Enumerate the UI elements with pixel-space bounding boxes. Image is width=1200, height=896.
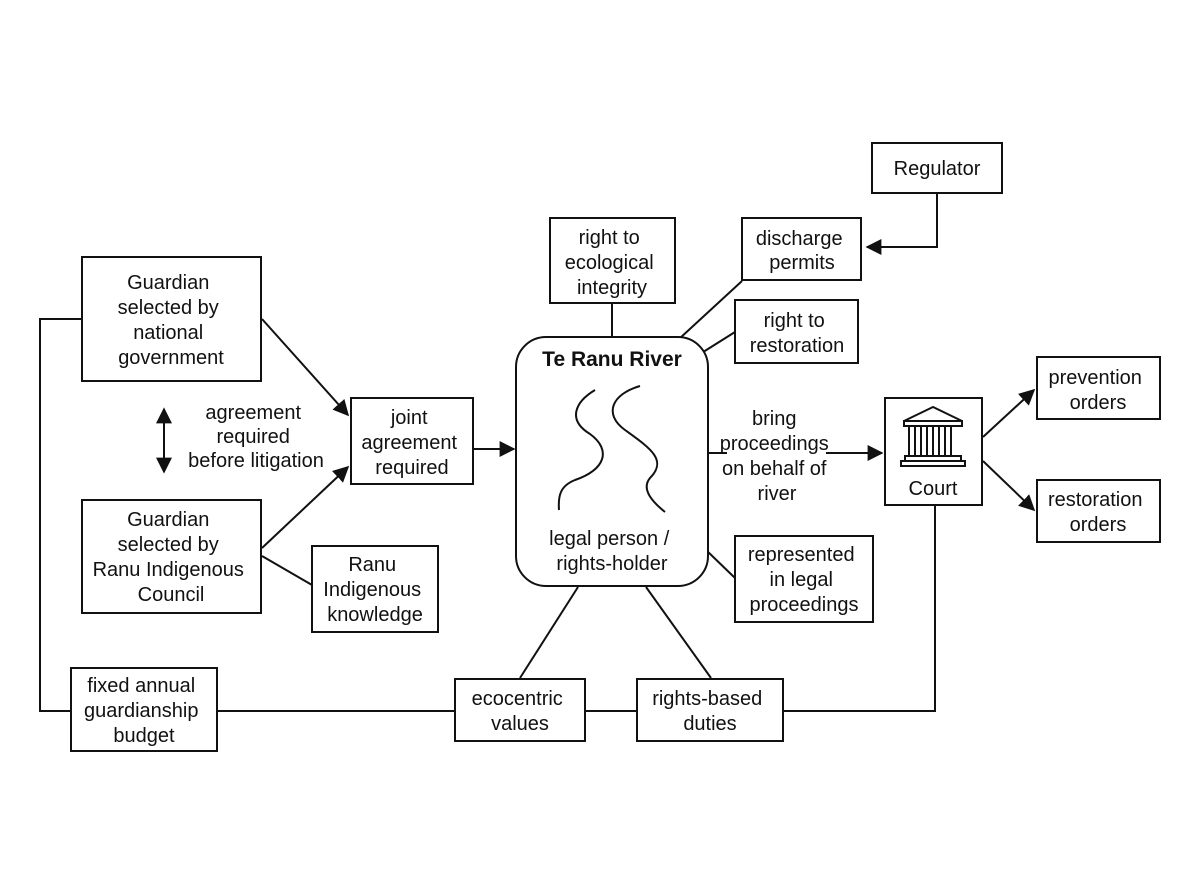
edge-guardian-ind-joint	[261, 465, 350, 549]
svg-text:discharge permits: discharge permits	[756, 228, 848, 274]
node-right-ecological-integrity: right to ecological integrity	[549, 217, 676, 304]
restoration-orders-line: restoration	[1048, 489, 1143, 511]
duties-line: duties	[683, 713, 736, 735]
node-budget: fixed annual guardianship budget	[70, 667, 218, 752]
proceedings-line: proceedings	[720, 433, 829, 455]
node-rights-based-duties: rights-based duties	[636, 678, 784, 742]
node-guardian-national: Guardian selected by national government	[81, 256, 262, 382]
node-court: Court	[884, 397, 983, 506]
node-indigenous-knowledge: Ranu Indigenous knowledge	[311, 545, 439, 633]
node-right-restoration: right to restoration	[734, 299, 859, 364]
discharge-line: permits	[769, 252, 835, 274]
ecocentric-line: ecocentric	[472, 688, 563, 710]
proceedings-line: river	[758, 483, 797, 505]
svg-text:Guardian selected by: Guardian selected by national government	[118, 272, 225, 369]
joint-line: agreement	[361, 432, 457, 454]
svg-text:right to restoration: right to restoration	[750, 310, 845, 357]
svg-text:legal person / rights-ho: legal person / rights-holder	[549, 528, 675, 575]
restoration-orders-line: orders	[1070, 514, 1127, 536]
guardian-nat-line: national	[133, 322, 203, 344]
prevention-line: prevention	[1049, 367, 1142, 389]
ecocentric-line: values	[491, 713, 549, 735]
guardian-nat-line: selected by	[118, 297, 219, 319]
guardian-ind-line: Ranu Indigenous	[93, 559, 244, 581]
svg-text:Guardian selected by: Guardian selected by Ranu Indigenous Cou…	[93, 509, 250, 606]
edge-river-ecocentric	[519, 586, 579, 679]
node-regulator: Regulator	[871, 142, 1003, 194]
svg-text:restoration orders: restoration orders	[1048, 489, 1148, 536]
river-line: legal person /	[549, 528, 670, 550]
svg-text:represented in legal: represented in legal proceedings	[748, 544, 860, 616]
represented-line: in legal	[770, 569, 833, 591]
integrity-line: integrity	[577, 277, 647, 299]
edge-river-duties	[645, 586, 712, 679]
knowledge-line: Ranu	[348, 554, 396, 576]
knowledge-line: knowledge	[327, 604, 423, 626]
edge-river-restoration	[699, 331, 736, 355]
river-title: Te Ranu River	[542, 348, 682, 371]
agreement-line: agreement	[205, 402, 301, 424]
edge-river-discharge	[678, 280, 743, 340]
courthouse-icon	[900, 405, 966, 467]
svg-text:Court: Court	[909, 478, 958, 500]
edge-regulator-discharge	[865, 193, 938, 255]
agreement-label: agreement required before litigation	[188, 402, 324, 472]
agreement-line: before litigation	[188, 450, 324, 472]
node-river: Te Ranu River legal person / rights-hold…	[515, 336, 709, 587]
edge-guardian-nat-joint	[261, 318, 350, 417]
proceedings-label-group: bring proceedings on behalf of river	[720, 403, 835, 505]
right-restoration-line: right to	[764, 310, 825, 332]
svg-text:Ranu Indigenous kn: Ranu Indigenous knowledge	[323, 554, 426, 626]
svg-text:prevention orders: prevention orders	[1049, 367, 1148, 414]
svg-text:joint agreement re: joint agreement required	[361, 407, 462, 479]
represented-line: proceedings	[750, 594, 859, 616]
river-line: rights-holder	[556, 553, 668, 575]
guardian-nat-line: Guardian	[127, 272, 209, 294]
edge-river-represented	[704, 548, 736, 579]
guardian-ind-line: Council	[138, 584, 205, 606]
edge-guardian-ind-knowledge	[261, 555, 313, 586]
node-represented: represented in legal proceedings	[734, 535, 874, 623]
duties-line: rights-based	[652, 688, 762, 710]
guardian-nat-line: government	[118, 347, 224, 369]
edge-duties-court	[783, 506, 936, 712]
node-discharge-permits: discharge permits	[741, 217, 862, 281]
represented-line: represented	[748, 544, 855, 566]
edge-guardian-loop	[39, 318, 82, 712]
court-line: Court	[909, 478, 958, 500]
joint-line: joint	[390, 407, 428, 429]
svg-text:right to ecological: right to ecological integrity	[565, 227, 660, 299]
budget-line: guardianship	[84, 700, 199, 722]
regulator-label: Regulator	[894, 158, 981, 180]
discharge-line: discharge	[756, 228, 843, 250]
budget-line: fixed annual	[87, 675, 195, 697]
integrity-line: ecological	[565, 252, 654, 274]
right-restoration-line: restoration	[750, 335, 845, 357]
edge-court-prevention	[982, 388, 1036, 438]
svg-text:fixed annual guardianshi: fixed annual guardianship budget	[84, 675, 204, 747]
node-ecocentric-values: ecocentric values	[454, 678, 586, 742]
edges	[39, 193, 1036, 712]
node-guardian-indigenous: Guardian selected by Ranu Indigenous Cou…	[81, 499, 262, 614]
svg-text:rights-based duties: rights-based duties	[652, 688, 768, 735]
proceedings-label: bring proceedings on behalf of river	[720, 408, 835, 505]
knowledge-line: Indigenous	[323, 579, 421, 601]
node-restoration-orders: restoration orders	[1036, 479, 1161, 543]
prevention-line: orders	[1070, 392, 1127, 414]
budget-line: budget	[113, 725, 175, 747]
guardian-ind-line: selected by	[118, 534, 219, 556]
joint-line: required	[375, 457, 448, 479]
guardian-ind-line: Guardian	[127, 509, 209, 531]
regulator-line: Regulator	[894, 158, 981, 180]
node-joint-agreement: joint agreement required	[350, 397, 474, 485]
edge-court-restoration	[982, 460, 1036, 512]
integrity-line: right to	[579, 227, 640, 249]
svg-text:ecocentric values: ecocentric values	[472, 688, 569, 735]
agreement-line: required	[217, 426, 290, 448]
river-icon	[557, 385, 666, 513]
node-prevention-orders: prevention orders	[1036, 356, 1161, 420]
proceedings-line: bring	[752, 408, 796, 430]
proceedings-line: on behalf of	[722, 458, 827, 480]
